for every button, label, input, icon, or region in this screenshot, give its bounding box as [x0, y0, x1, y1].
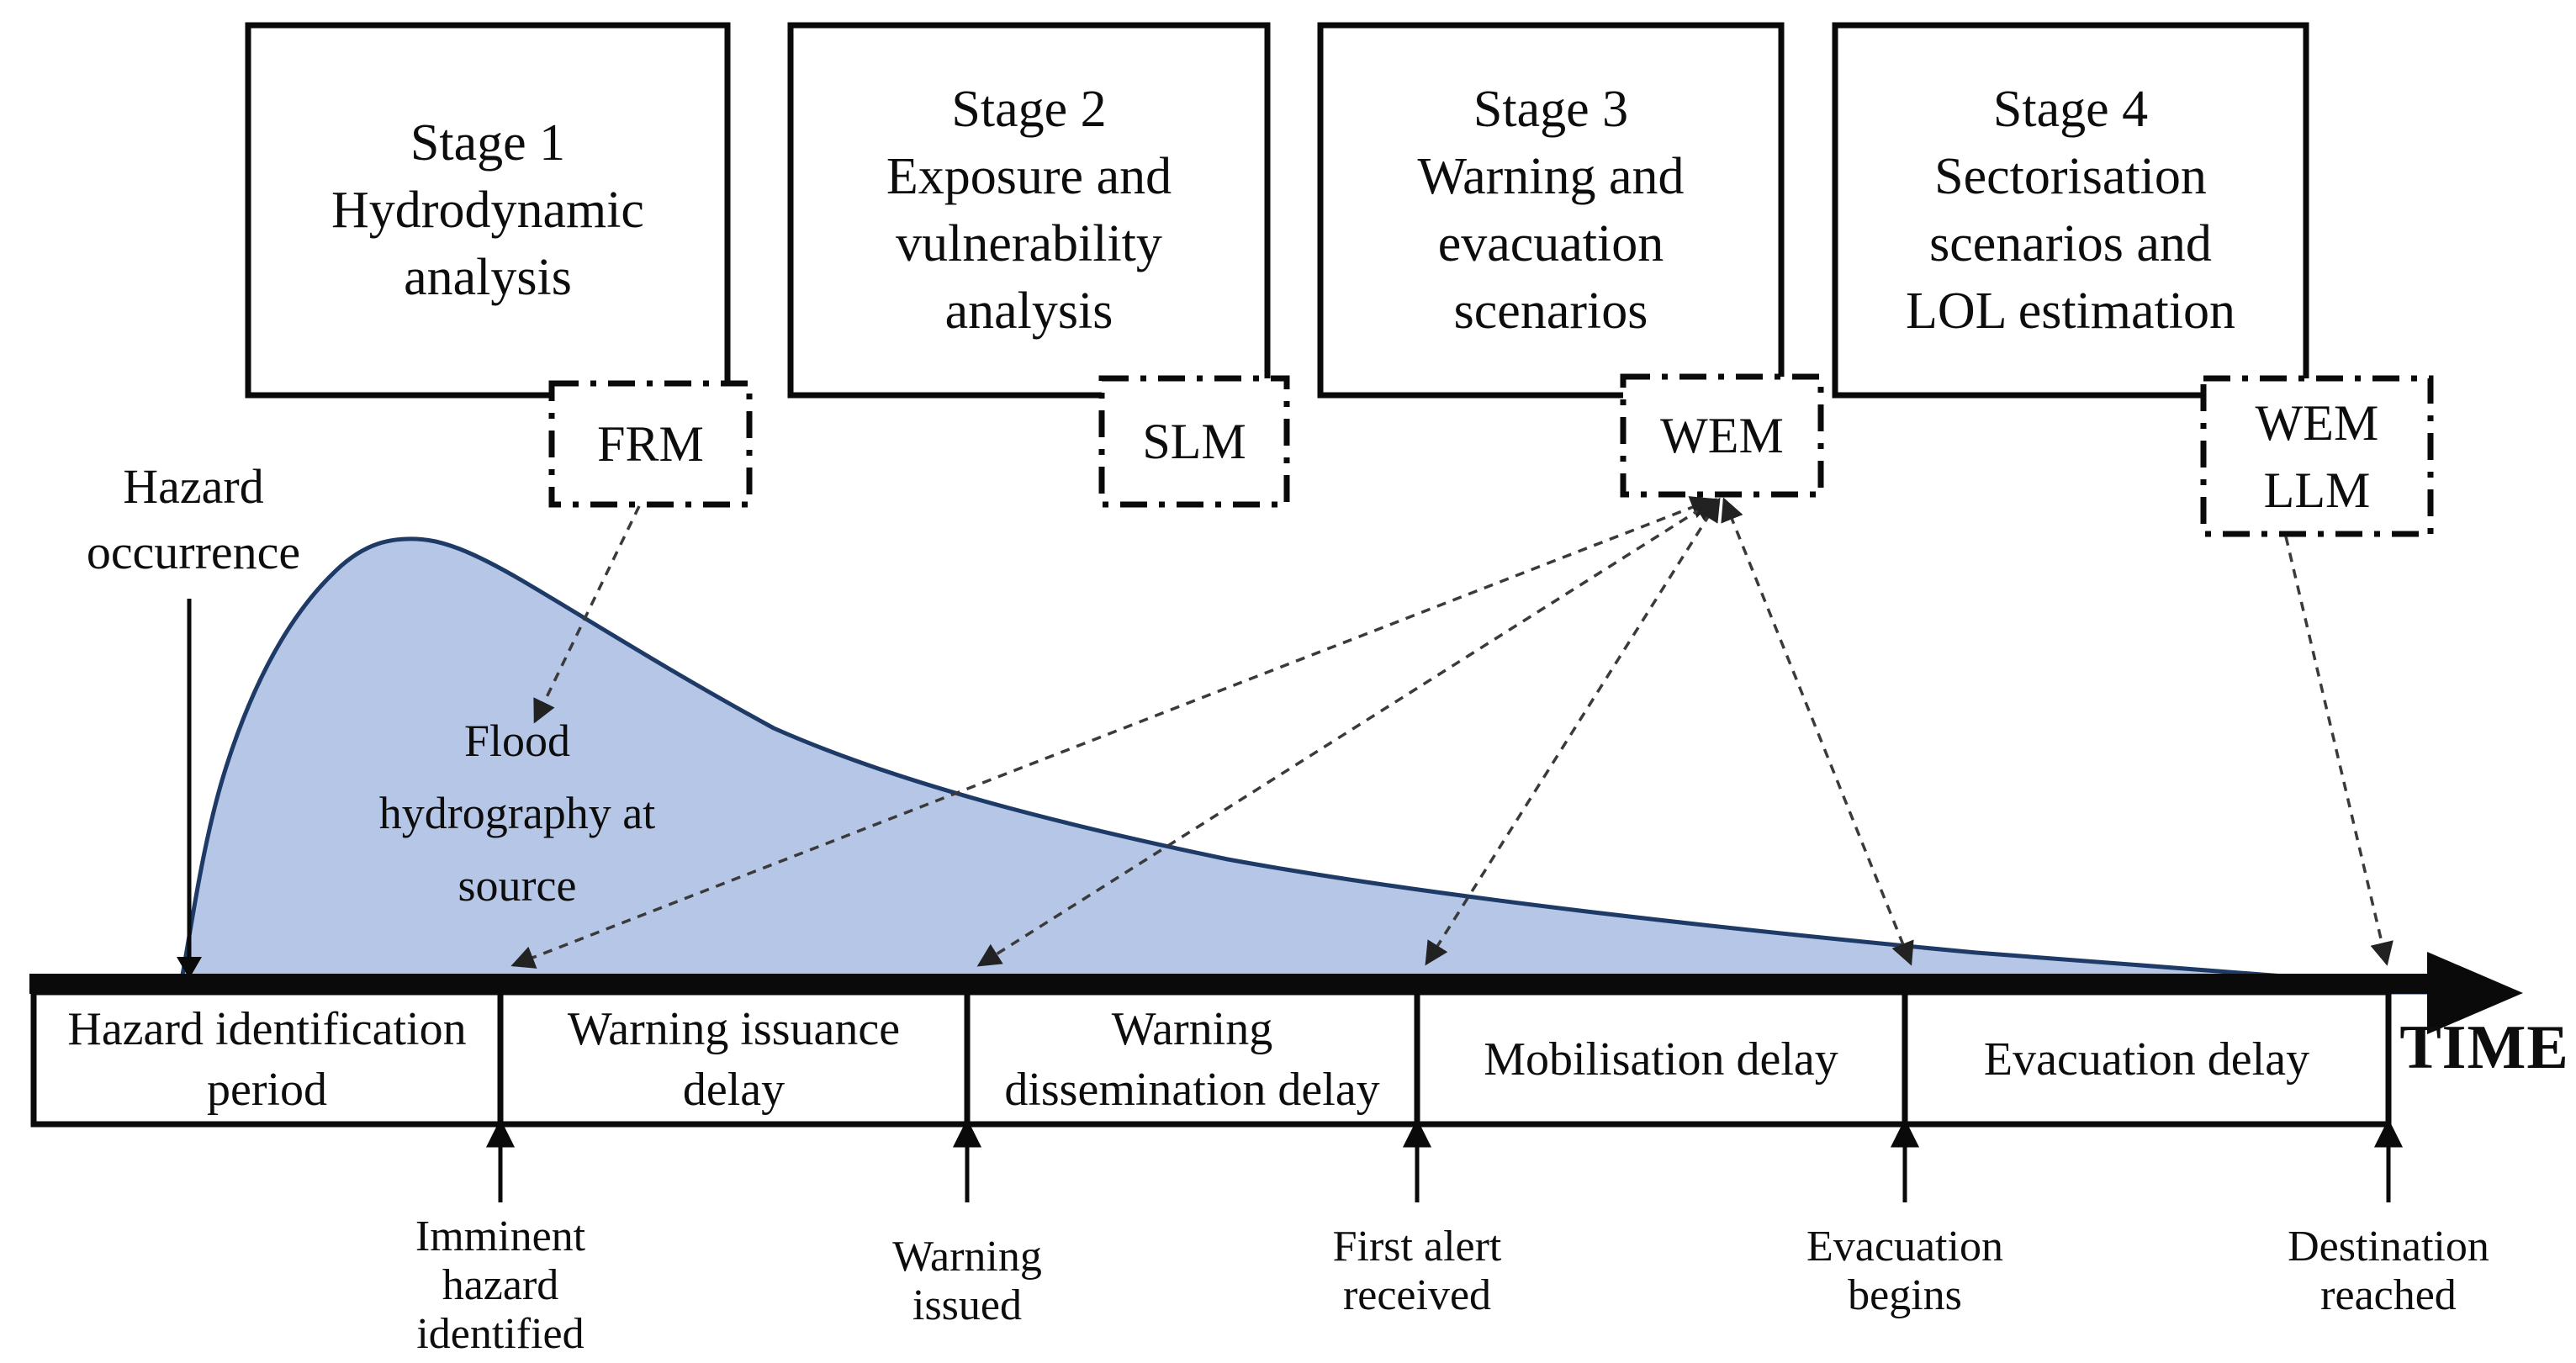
model-connectors	[510, 496, 2394, 969]
segment-label-mobilisation: Mobilisation delay	[1484, 1033, 1838, 1086]
wem-to-evacuation-connector	[1721, 497, 1914, 966]
wem-badge-label: WEM	[1660, 408, 1784, 463]
stage4-box	[1832, 22, 2309, 399]
milestone-destination-reached: Destination reached	[2288, 1223, 2489, 1319]
segment-label-hazard-identification: Hazard identification period	[67, 1003, 467, 1116]
slm-badge-label: SLM	[1142, 414, 1246, 469]
wem-to-first-alert-connector	[1425, 497, 1721, 966]
hydrograph-label: Flood hydrography at source	[378, 716, 656, 911]
milestone-arrows	[485, 1118, 2404, 1202]
frm-badge-label: FRM	[597, 416, 704, 472]
wem-to-warning-issued-connector	[976, 498, 1718, 967]
segment-label-warning-dissemination: Warning dissemination delay	[1004, 1003, 1380, 1116]
stage1-box	[245, 22, 731, 399]
wemllm-to-destination-connector	[2284, 536, 2394, 966]
stage2-box	[787, 22, 1271, 399]
stage4-title: Stage 4 Sectorisation scenarios and LOL …	[1905, 81, 2235, 340]
segment-box-evacuation	[1902, 989, 2392, 1128]
segment-label-evacuation: Evacuation delay	[1983, 1033, 2310, 1086]
milestone-evacuation-begins: Evacuation begins	[1806, 1223, 2003, 1319]
hazard-occurrence-arrowhead	[177, 957, 202, 979]
wem-llm-badge-box	[2200, 375, 2434, 537]
stage2-title: Stage 2 Exposure and vulnerability analy…	[886, 81, 1172, 340]
stage3-box	[1317, 22, 1785, 399]
segment-label-warning-issuance: Warning issuance delay	[567, 1003, 901, 1116]
wem-badge-box	[1620, 373, 1824, 498]
milestone-warning-issued: Warning issued	[892, 1233, 1042, 1329]
time-axis-label: TIME	[2399, 1013, 2569, 1082]
hazard-occurrence-label: Hazard occurrence	[86, 459, 301, 579]
milestone-first-alert: First alert received	[1332, 1223, 1502, 1319]
wem-llm-badge-label: WEM LLM	[2255, 394, 2379, 518]
milestone-imminent-hazard: Imminent hazard identified	[415, 1212, 586, 1358]
stage1-title: Stage 1 Hydrodynamic analysis	[331, 114, 644, 306]
time-axis-arrowhead	[2427, 952, 2523, 1034]
stage3-title: Stage 3 Warning and evacuation scenarios	[1417, 81, 1685, 340]
